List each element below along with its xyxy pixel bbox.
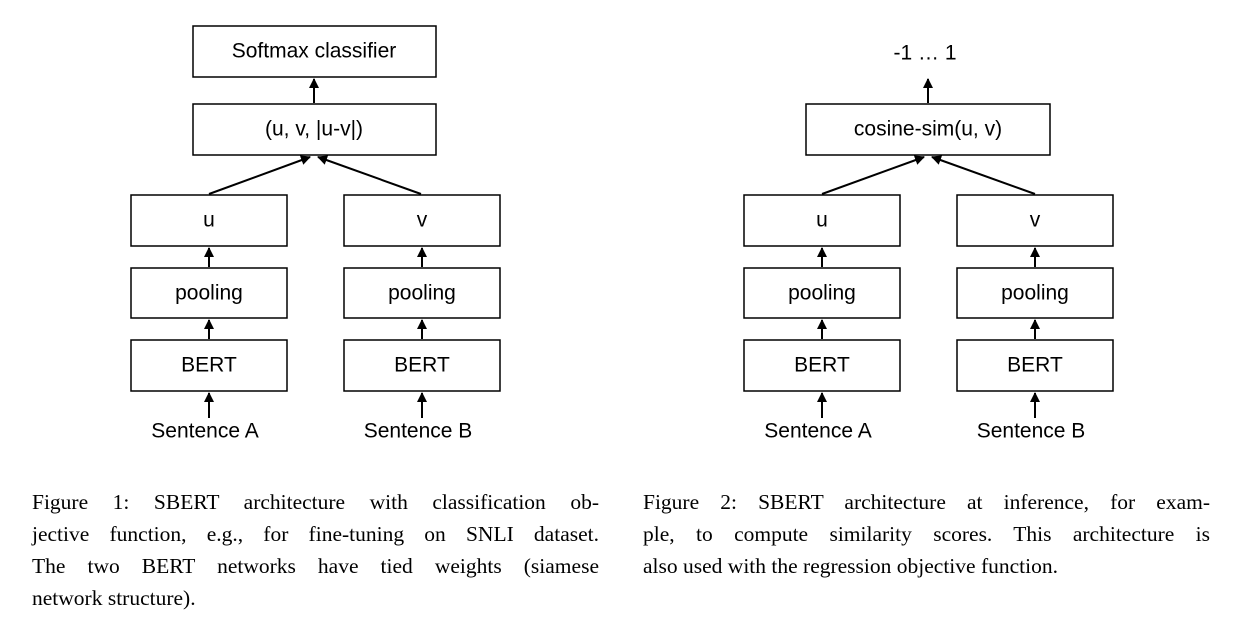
bert-a-label: BERT xyxy=(794,354,850,377)
arrow-v-cosine xyxy=(931,155,1036,195)
pooling-a-label: pooling xyxy=(788,282,856,305)
output-range-label: -1 … 1 xyxy=(893,42,956,65)
bert-b-label: BERT xyxy=(1007,354,1063,377)
u-label: u xyxy=(203,209,215,232)
softmax-box xyxy=(192,25,437,78)
figure1-diagram: Softmax classifier (u, v, |u-v|) u v poo… xyxy=(130,25,501,443)
bert-a-box xyxy=(743,339,901,392)
bert-b-box xyxy=(956,339,1114,392)
v-box xyxy=(343,194,501,247)
caption-line: jective function, e.g., for fine-tuning … xyxy=(32,522,599,546)
caption-line: ple, to compute similarity scores. This … xyxy=(643,522,1210,546)
figure1-caption: Figure 1: SBERT architecture with classi… xyxy=(32,486,599,614)
cosine-label: cosine-sim(u, v) xyxy=(854,118,1002,141)
u-box xyxy=(130,194,288,247)
softmax-label: Softmax classifier xyxy=(232,40,397,63)
pooling-b-label: pooling xyxy=(1001,282,1069,305)
concat-box xyxy=(192,103,437,156)
u-label: u xyxy=(816,209,828,232)
arrow-u-concat xyxy=(208,155,311,195)
figure2-caption: Figure 2: SBERT architecture at inferenc… xyxy=(643,486,1210,582)
u-box xyxy=(743,194,901,247)
bert-b-box xyxy=(343,339,501,392)
sentence-b-label: Sentence B xyxy=(364,420,473,443)
concat-label: (u, v, |u-v|) xyxy=(265,118,363,141)
pooling-a-label: pooling xyxy=(175,282,243,305)
arrow-v-concat xyxy=(317,155,422,195)
pooling-b-box xyxy=(343,267,501,319)
pooling-a-box xyxy=(743,267,901,319)
sentence-a-label: Sentence A xyxy=(764,420,871,443)
caption-line: also used with the regression objective … xyxy=(643,554,1058,578)
bert-b-label: BERT xyxy=(394,354,450,377)
arrow-u-cosine xyxy=(821,155,925,195)
pooling-b-box xyxy=(956,267,1114,319)
pooling-a-box xyxy=(130,267,288,319)
caption-line: network structure). xyxy=(32,586,196,610)
v-label: v xyxy=(417,209,428,232)
caption-line: The two BERT networks have tied weights … xyxy=(32,554,599,578)
sentence-a-label: Sentence A xyxy=(151,420,258,443)
pooling-b-label: pooling xyxy=(388,282,456,305)
bert-a-box xyxy=(130,339,288,392)
caption-line: Figure 1: SBERT architecture with classi… xyxy=(32,490,599,514)
figure2-diagram: -1 … 1 cosine-sim(u, v) u v pooling pool… xyxy=(743,42,1114,443)
sentence-b-label: Sentence B xyxy=(977,420,1086,443)
bert-a-label: BERT xyxy=(181,354,237,377)
v-label: v xyxy=(1030,209,1041,232)
cosine-box xyxy=(805,103,1051,156)
v-box xyxy=(956,194,1114,247)
caption-line: Figure 2: SBERT architecture at inferenc… xyxy=(643,490,1210,514)
